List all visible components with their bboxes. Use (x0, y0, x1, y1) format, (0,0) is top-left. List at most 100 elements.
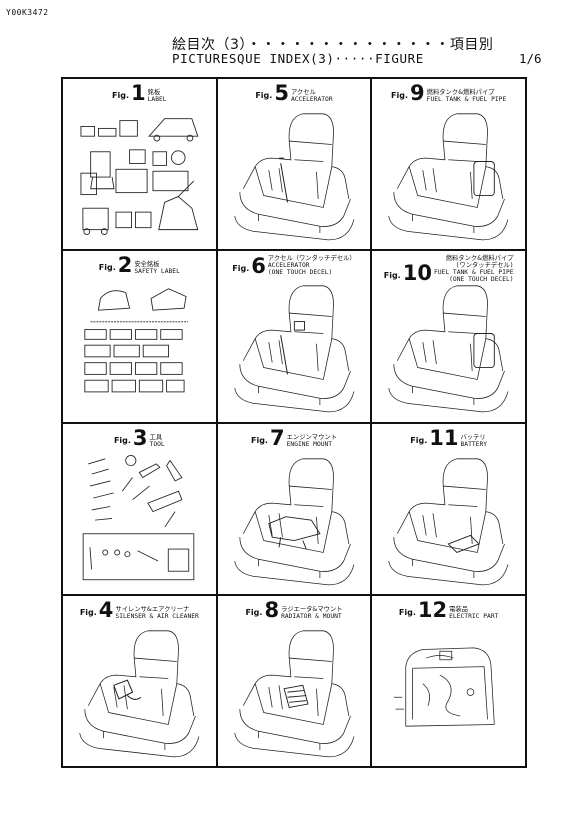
fig-label-en: (ONE TOUCH DECEL) (449, 276, 514, 284)
page-title-english: PICTURESQUE INDEX(3)·····FIGURE (172, 51, 424, 66)
tool-illustration (82, 454, 195, 580)
figure-cell-12[interactable]: Fig. 12 電装品 ELECTRIC PART (372, 595, 527, 768)
figure-cell-2[interactable]: Fig. 2 安全銘板 SAFETY LABEL (63, 251, 218, 424)
fig-number: 11 (429, 425, 459, 450)
silencer-air-cleaner-illustration (79, 630, 200, 757)
figure-cell-1[interactable]: Fig. 1 銘板 LABEL (63, 79, 218, 252)
engine-mount-illustration (233, 457, 354, 585)
fig-prefix: Fig. (391, 91, 409, 100)
figure-caption: Fig. 5 アクセル ACCELERATOR (218, 81, 371, 105)
fig-label-en: FUEL TANK & FUEL PIPE (433, 269, 514, 277)
battery-illustration (388, 457, 509, 585)
fig-prefix: Fig. (398, 607, 416, 617)
fig-label: 銘板 LABEL (148, 89, 167, 103)
figure-cell-4[interactable]: Fig. 4 サイレンサ&エアクリーナ SILENSER & AIR CLEAN… (63, 595, 218, 768)
fig-label-en: LABEL (147, 96, 167, 103)
fig-label-en: FUEL TANK & FUEL PIPE (426, 96, 507, 103)
document-code: Y00K3472 (6, 8, 49, 17)
fig-number: 4 (98, 597, 114, 622)
fig-prefix: Fig. (98, 263, 116, 273)
figure-cell-3[interactable]: Fig. 3 工具 TOOL (63, 423, 218, 596)
fig-label-jp: サイレンサ&エアクリーナ (115, 605, 190, 613)
figure-cell-8[interactable]: Fig. 8 ラジエータ&マウント RADIATOR & MOUNT (217, 595, 373, 768)
fig-label-jp: 銘板 (147, 89, 161, 96)
fig-prefix: Fig. (232, 264, 250, 274)
fig-label-en: ACCELERATOR (290, 96, 333, 103)
fig-label-jp: アクセル（ワンタッチデセル） (267, 255, 356, 263)
safety-label-illustration (84, 288, 188, 393)
fig-label: エンジンマウント ENGINE MOUNT (287, 434, 337, 448)
fig-label-en: SAFETY LABEL (134, 268, 180, 276)
fig-label-en: SILENSER & AIR CLEANER (115, 612, 199, 620)
fig-label-en: ACCELERATOR (267, 262, 310, 270)
page-number: 1/6 (519, 51, 542, 66)
figure-cell-9[interactable]: Fig. 9 燃料タンク&燃料パイプ FUEL TANK & FUEL PIPE (372, 79, 527, 252)
fig-label: アクセル（ワンタッチデセル） ACCELERATOR (ONE TOUCH DE… (268, 255, 356, 276)
figure-cell-11[interactable]: Fig. 11 バッテリ BATTERY (372, 423, 527, 596)
accelerator-decel-illustration (233, 285, 354, 413)
fig-label: ラジエータ&マウント RADIATOR & MOUNT (281, 606, 342, 620)
figure-caption: Fig. 9 燃料タンク&燃料パイプ FUEL TANK & FUEL PIPE (372, 81, 525, 105)
fuel-tank-illustration (388, 113, 509, 241)
label-illustration (80, 118, 199, 235)
figure-caption: Fig. 2 安全銘板 SAFETY LABEL (63, 253, 216, 278)
fig-label-jp: 燃料タンク&燃料パイプ (445, 255, 514, 263)
fig-prefix: Fig. (79, 607, 97, 617)
figure-caption: Fig. 7 エンジンマウント ENGINE MOUNT (218, 425, 371, 450)
fig-number: 5 (274, 81, 289, 105)
accelerator-illustration (233, 113, 354, 241)
fig-label-jp: アクセル (290, 89, 316, 96)
fig-label: 安全銘板 SAFETY LABEL (134, 261, 180, 275)
fig-label-jp: エンジンマウント (286, 433, 337, 441)
figure-caption: Fig. 1 銘板 LABEL (63, 81, 216, 105)
fig-label: 燃料タンク&燃料パイプ FUEL TANK & FUEL PIPE (427, 89, 507, 103)
fig-label-en: ELECTRIC PART (449, 612, 499, 620)
fig-label-en: (ONE TOUCH DECEL) (267, 269, 333, 277)
figure-cell-5[interactable]: Fig. 5 アクセル ACCELERATOR (217, 79, 373, 252)
figure-caption: Fig. 6 アクセル（ワンタッチデセル） ACCELERATOR (ONE T… (218, 254, 371, 279)
fig-number: 10 (402, 261, 432, 286)
figure-index-grid: Fig. 1 銘板 LABEL (61, 77, 527, 768)
fig-number: 2 (117, 253, 133, 278)
fig-label: バッテリ BATTERY (461, 434, 488, 448)
figure-caption: Fig. 3 工具 TOOL (63, 425, 216, 450)
fig-prefix: Fig. (255, 91, 273, 100)
fig-label-en: RADIATOR & MOUNT (281, 612, 342, 620)
fig-label: アクセル ACCELERATOR (291, 89, 333, 103)
figure-cell-7[interactable]: Fig. 7 エンジンマウント ENGINE MOUNT (217, 423, 373, 596)
fig-number: 1 (131, 81, 146, 105)
fig-number: 7 (269, 425, 285, 450)
fig-label-en: TOOL (149, 440, 165, 448)
fig-label-jp: 燃料タンク&燃料パイプ (426, 89, 495, 96)
figure-cell-10[interactable]: Fig. 10 燃料タンク&燃料パイプ (ワンタッチデセル) FUEL TANK… (372, 251, 527, 424)
fig-label: 工具 TOOL (150, 434, 165, 448)
fig-prefix: Fig. (245, 607, 263, 617)
electric-part-illustration (394, 647, 496, 727)
fig-prefix: Fig. (113, 435, 131, 445)
fig-label-en: BATTERY (460, 440, 488, 448)
figure-caption: Fig. 12 電装品 ELECTRIC PART (372, 597, 525, 622)
fig-prefix: Fig. (383, 271, 401, 281)
figure-caption: Fig. 11 バッテリ BATTERY (372, 425, 525, 450)
fig-number: 8 (264, 597, 280, 622)
fig-label-jp: 工具 (149, 433, 163, 441)
fuel-tank-decel-illustration (388, 285, 509, 413)
fig-label-jp: 電装品 (449, 605, 469, 613)
fig-label: サイレンサ&エアクリーナ SILENSER & AIR CLEANER (115, 606, 198, 620)
fig-number: 12 (417, 597, 448, 622)
fig-number: 3 (132, 425, 148, 450)
radiator-mount-illustration (233, 630, 354, 757)
fig-label: 電装品 ELECTRIC PART (449, 606, 498, 620)
fig-prefix: Fig. (410, 435, 428, 445)
fig-number: 6 (251, 254, 266, 279)
page-title-japanese: 絵目次（3）・・・・・・・・・・・・・・項目別 (172, 37, 494, 53)
fig-label-en: (ワンタッチデセル) (455, 262, 514, 270)
figure-cell-6[interactable]: Fig. 6 アクセル（ワンタッチデセル） ACCELERATOR (ONE T… (217, 251, 373, 424)
fig-label-jp: 安全銘板 (134, 261, 160, 269)
fig-prefix: Fig. (112, 91, 130, 100)
fig-label: 燃料タンク&燃料パイプ (ワンタッチデセル) FUEL TANK & FUEL … (434, 255, 514, 283)
fig-label-jp: バッテリ (460, 433, 486, 441)
fig-number: 9 (410, 81, 425, 105)
fig-label-jp: ラジエータ&マウント (281, 605, 343, 613)
figure-caption: Fig. 4 サイレンサ&エアクリーナ SILENSER & AIR CLEAN… (63, 597, 216, 622)
